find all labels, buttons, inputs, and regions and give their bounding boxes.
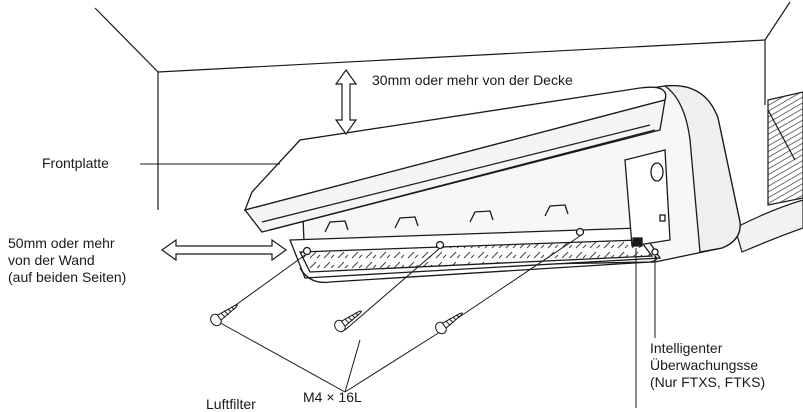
wall-clearance-line-3: (auf beiden Seiten) <box>8 269 127 285</box>
screw-icon <box>334 310 363 333</box>
sensor-line-3: (Nur FTXS, FTKS) <box>650 374 766 390</box>
screw-icon <box>435 312 464 335</box>
sensor-label: Intelligenter Überwachungsse (Nur FTXS, … <box>650 340 765 391</box>
ceiling-clearance-label: 30mm oder mehr von der Decke <box>372 72 573 88</box>
sensor-line-2: Überwachungsse <box>650 357 759 373</box>
front-panel-label: Frontplatte <box>42 155 109 171</box>
wall-clearance-line-2: von der Wand <box>8 252 95 268</box>
wall-arrow <box>160 238 288 262</box>
screw-icon <box>210 304 239 327</box>
wall-clearance-label: 50mm oder mehr von der Wand (auf beiden … <box>8 235 126 286</box>
sensor-line-1: Intelligenter <box>650 340 723 356</box>
ceiling-arrow <box>334 68 358 136</box>
wall-clearance-line-1: 50mm oder mehr <box>8 235 115 251</box>
leader-lines <box>140 163 656 408</box>
wall-pipe <box>734 91 803 253</box>
room-walls <box>94 1 791 210</box>
air-filter-label: Luftfilter <box>206 396 256 412</box>
front-panel <box>243 86 667 233</box>
screw-size-label: M4 × 16L <box>303 389 362 405</box>
